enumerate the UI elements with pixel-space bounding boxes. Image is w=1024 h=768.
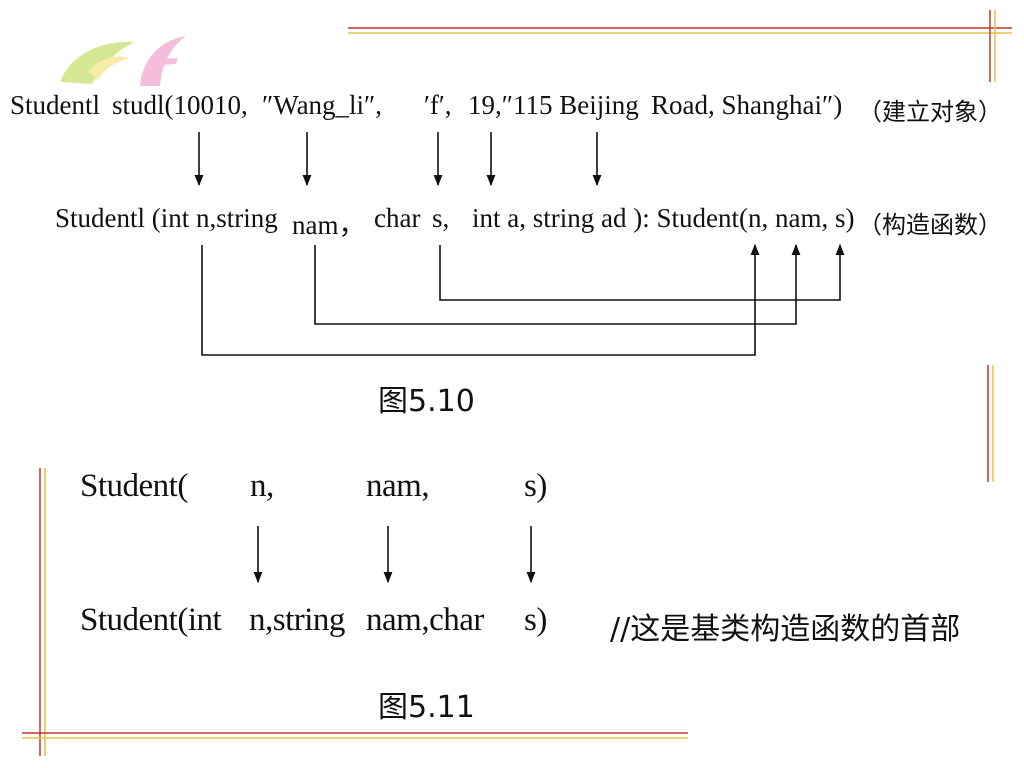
object-class-name: Studentl [10, 90, 101, 120]
base-header-nam-char: nam,char [366, 602, 484, 638]
ctor-param-char: char [374, 203, 421, 233]
ctor-rest: int a, string ad ): Student(n, nam, s) [472, 203, 855, 233]
connector-s [439, 243, 845, 301]
ctor-note: （构造函数） [858, 211, 1002, 239]
base-call-prefix: Student( [80, 468, 188, 504]
base-header-prefix: Student(int [80, 602, 222, 638]
base-header-s: s) [524, 602, 547, 638]
connector-n [201, 243, 760, 356]
base-header-comment: //这是基类构造函数的首部 [610, 612, 961, 647]
ctor-param-s: s, [432, 203, 450, 233]
figure-caption-5-10: 图5.10 [378, 384, 475, 419]
ctor-head: Studentl (int n,string [55, 203, 278, 233]
arg-name: ″Wang_li″, [262, 90, 383, 120]
object-note: （建立对象） [858, 98, 1002, 126]
arg-sex: ′f′, [424, 90, 452, 120]
arg-road: Road, Shanghai″) [651, 90, 843, 120]
base-call-nam: nam, [366, 468, 430, 504]
base-header-n-string: n,string [249, 602, 345, 638]
ctor-param-nam: nam， [292, 210, 366, 240]
figure-caption-5-11: 图5.11 [378, 690, 475, 725]
base-call-s: s) [524, 468, 547, 504]
base-call-n: n, [250, 468, 274, 504]
object-call: studl(10010, [112, 90, 248, 120]
logo-icon [60, 36, 186, 86]
arg-age-address: 19,″115 Beijing [468, 90, 639, 120]
connector-nam [314, 243, 801, 325]
